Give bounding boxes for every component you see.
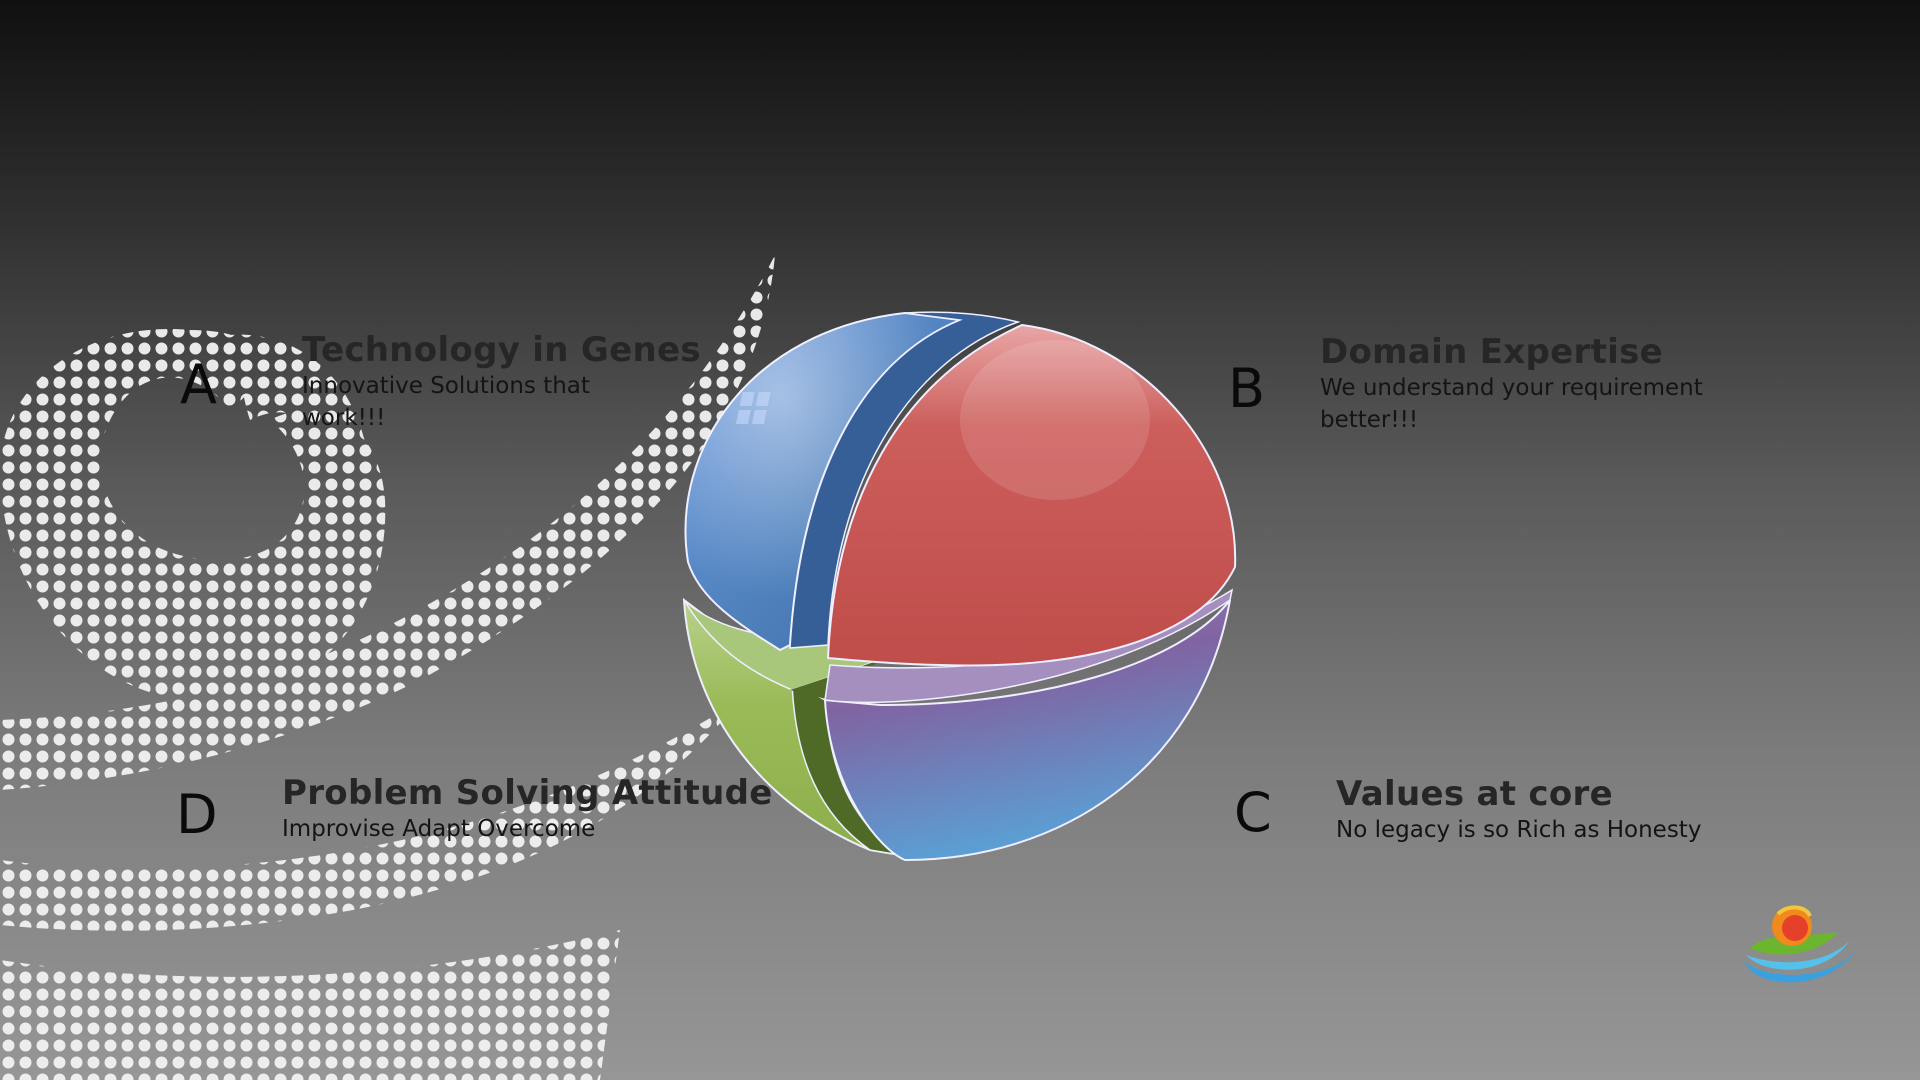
item-c-title: Values at core xyxy=(1336,774,1613,814)
item-c-description: No legacy is so Rich as Honesty xyxy=(1336,817,1702,843)
item-b-block: Domain Expertise We understand your requ… xyxy=(1320,332,1740,436)
item-c-letter: C xyxy=(1234,781,1272,844)
item-c-block: Values at core No legacy is so Rich as H… xyxy=(1336,774,1796,846)
item-b-description: We understand your requirement better!!! xyxy=(1320,375,1703,433)
item-a-letter: A xyxy=(180,353,217,416)
sphere-segment-c xyxy=(823,599,1231,862)
company-logo-icon xyxy=(1744,905,1856,983)
item-d-letter: D xyxy=(176,783,218,846)
item-d-block: Problem Solving Attitude Improvise Adapt… xyxy=(282,773,773,845)
item-a-description: Innovative Solutions that work!!! xyxy=(302,373,590,431)
item-a-title: Technology in Genes xyxy=(302,330,701,370)
item-a-block: Technology in Genes Innovative Solutions… xyxy=(302,330,701,434)
item-d-description: Improvise Adapt Overcome xyxy=(282,816,596,842)
item-b-letter: B xyxy=(1228,357,1266,420)
item-d-title: Problem Solving Attitude xyxy=(282,773,773,813)
item-b-title: Domain Expertise xyxy=(1320,332,1663,372)
sphere-segment-b xyxy=(826,323,1237,667)
